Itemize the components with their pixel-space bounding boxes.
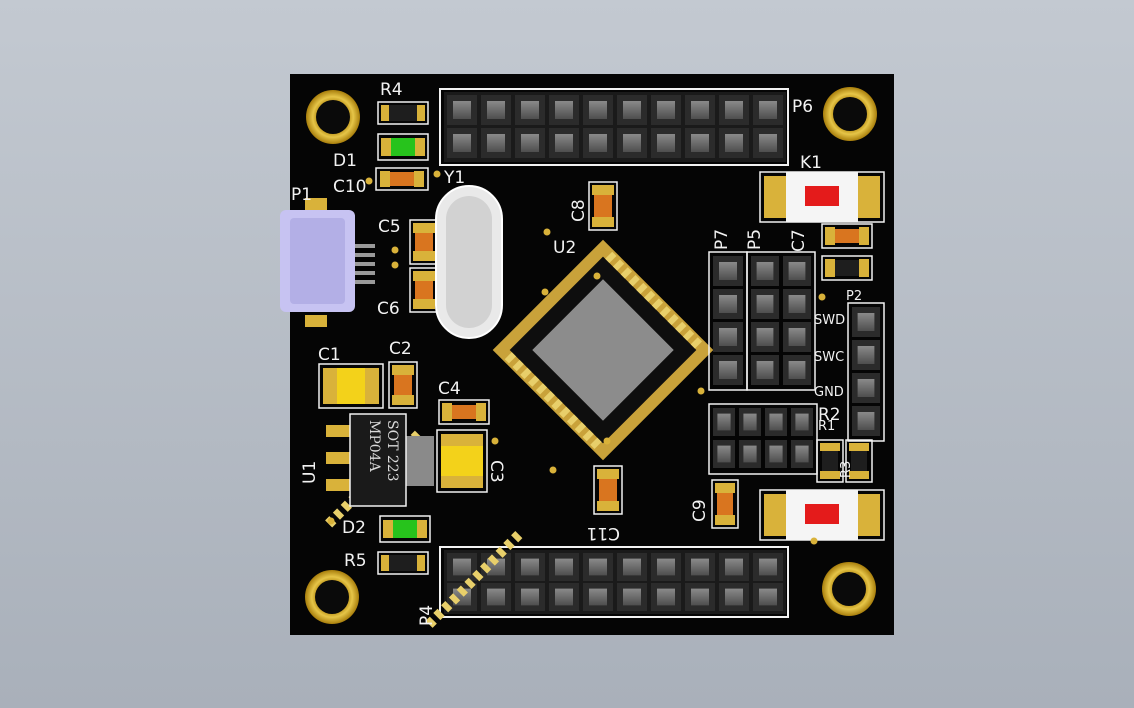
label-gnd: GND <box>814 385 844 400</box>
label-y1: Y1 <box>443 168 465 188</box>
header-p5 <box>746 251 816 391</box>
capacitor-c7 <box>821 223 873 249</box>
label-c4: C4 <box>438 379 461 399</box>
led-d2 <box>379 515 431 543</box>
label-r4: R4 <box>380 80 403 100</box>
label-u2: U2 <box>553 238 576 258</box>
label-r2: R2 <box>818 405 841 425</box>
label-p1: P1 <box>291 185 312 205</box>
resistor-r4 <box>377 101 429 125</box>
capacitor-c3 <box>436 429 488 493</box>
mounting-holes <box>305 87 877 624</box>
capacitor-c10 <box>375 167 429 191</box>
regulator-marking-1: SOT 223 <box>384 420 400 482</box>
label-p2: P2 <box>846 289 862 304</box>
button-bottom <box>759 489 885 541</box>
usb-connector-p1 <box>280 198 375 327</box>
label-swd: SWD <box>814 313 845 328</box>
label-c8: C8 <box>569 199 589 222</box>
capacitor-c11 <box>593 465 623 515</box>
label-swc: SWC <box>814 350 844 365</box>
label-p5: P5 <box>745 229 765 250</box>
label-c5: C5 <box>378 217 401 237</box>
label-k1: K1 <box>800 153 822 173</box>
header-p7 <box>708 251 748 391</box>
label-c10: C10 <box>333 177 367 197</box>
label-c9: C9 <box>690 499 710 522</box>
label-p6: P6 <box>792 97 813 117</box>
capacitor-c9 <box>711 479 739 529</box>
label-p7: P7 <box>712 229 732 250</box>
regulator-u1: SOT 223 MP04A <box>326 413 434 507</box>
capacitor-c2 <box>388 361 418 409</box>
capacitor-c8 <box>588 181 618 231</box>
resistor-r1 <box>816 439 844 483</box>
label-c1: C1 <box>318 345 341 365</box>
label-r5: R5 <box>344 551 367 571</box>
label-r3: R3 <box>839 461 854 478</box>
label-c2: C2 <box>389 339 412 359</box>
label-p4: P4 <box>417 605 437 626</box>
regulator-marking-2: MP04A <box>366 420 382 473</box>
resistor-r3 <box>845 439 873 483</box>
label-d1: D1 <box>333 151 357 171</box>
label-c11: C11 <box>586 523 620 543</box>
vias <box>327 170 826 545</box>
label-c6: C6 <box>377 299 400 319</box>
capacitor-c1 <box>318 363 384 409</box>
crystal-y1 <box>435 185 503 339</box>
label-r1: R1 <box>818 419 835 434</box>
label-c3: C3 <box>486 460 506 483</box>
resistor-r5 <box>377 551 429 575</box>
resistor-near-c7 <box>821 255 873 281</box>
label-d2: D2 <box>342 518 366 538</box>
label-c7: C7 <box>789 229 809 252</box>
header-p4 <box>439 546 789 618</box>
capacitor-c4 <box>438 399 490 425</box>
led-d1 <box>377 133 429 161</box>
label-u1: U1 <box>300 461 320 484</box>
silkscreen-labels: R4 D1 C10 Y1 P6 K1 P1 C5 C8 C6 U2 P7 P5 … <box>291 80 862 626</box>
header-lower-right <box>708 403 818 475</box>
header-p6 <box>439 88 789 166</box>
header-p2 <box>847 302 885 442</box>
button-k1 <box>759 171 885 223</box>
